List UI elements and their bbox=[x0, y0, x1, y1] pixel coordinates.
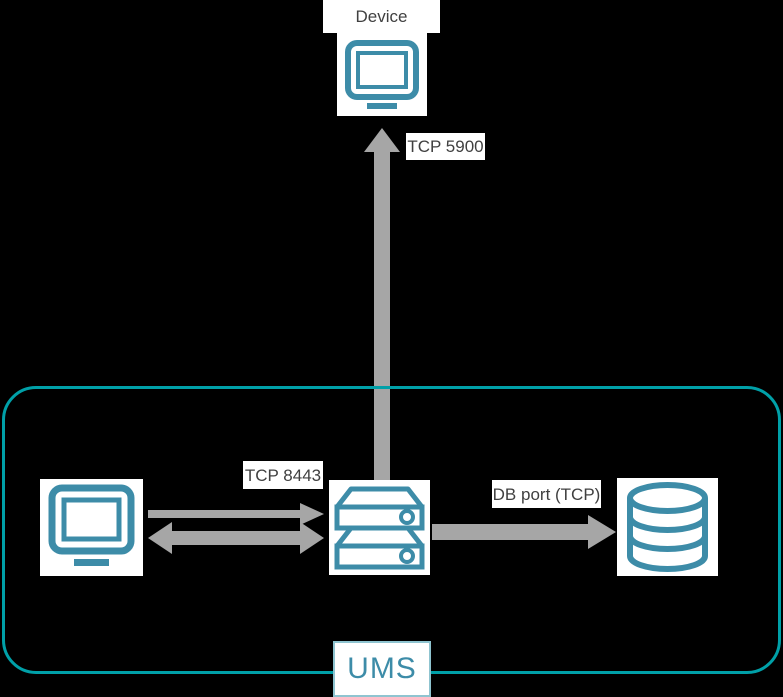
connection-label-tcp-5900: TCP 5900 bbox=[406, 133, 485, 160]
client-monitor-icon bbox=[40, 479, 143, 576]
arrow-server-to-database bbox=[432, 515, 616, 549]
connection-label-db-port: DB port (TCP) bbox=[492, 480, 601, 508]
device-label: Device bbox=[323, 0, 440, 33]
server-icon bbox=[329, 480, 430, 575]
device-monitor-icon bbox=[337, 33, 427, 116]
arrow-client-to-server-bidirectional bbox=[148, 522, 324, 554]
arrow-device-uplink bbox=[364, 128, 400, 480]
arrow-client-to-server-thin bbox=[148, 503, 324, 525]
connection-label-tcp-8443: TCP 8443 bbox=[243, 461, 323, 489]
database-icon bbox=[617, 478, 718, 576]
ums-badge: UMS bbox=[333, 641, 431, 697]
